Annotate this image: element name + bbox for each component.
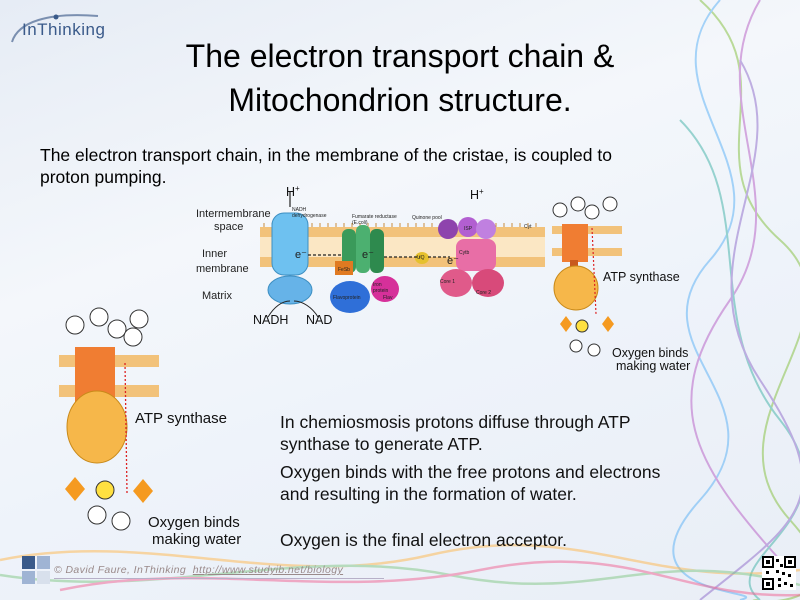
complex-ii — [330, 225, 399, 313]
protons-top-large — [65, 307, 149, 347]
atp-molecules-large — [65, 477, 153, 503]
paragraph-chemiosmosis: In chemiosmosis protons diffuse through … — [280, 411, 740, 455]
title-line-2: Mitochondrion structure. — [228, 82, 572, 118]
label-flavoprotein: Flavoprotein — [333, 295, 361, 301]
copyright-text: © David Faure, InThinking — [54, 564, 187, 576]
intro-line-1: The electron transport chain, in the mem… — [40, 145, 612, 165]
label-quinone-pool: Quinone pool — [412, 215, 442, 221]
label-e-minus-1: e⁻ — [295, 249, 307, 261]
label-space: space — [214, 221, 244, 233]
label-uq: UQ — [417, 255, 425, 261]
intro-text: The electron transport chain, in the mem… — [40, 144, 720, 188]
footer-divider — [54, 578, 384, 579]
p2-line-2: and resulting in the formation of water. — [280, 484, 577, 504]
protons-top-small — [552, 196, 618, 220]
p2-line-1: Oxygen binds with the free protons and e… — [280, 462, 661, 482]
label-e-minus-3: e⁻ — [447, 255, 459, 267]
qr-code-icon[interactable] — [762, 556, 796, 590]
etc-membrane-diagram — [260, 191, 545, 318]
footer-squares — [22, 556, 50, 584]
label-nad: NAD — [306, 313, 333, 327]
intro-line-2: proton pumping. — [40, 167, 167, 187]
label-nadh-dehydrogenase: NADH dehydrogenase — [292, 207, 327, 219]
label-fumarate-reductase: Fumarate reductase (E.coli) — [352, 214, 397, 226]
page-title: The electron transport chain & Mitochond… — [120, 34, 680, 122]
ubiquinone — [415, 252, 429, 264]
label-oxygen-large-1: Oxygen binds — [148, 514, 240, 531]
label-flav: Flav — [383, 295, 393, 301]
label-e-minus-2: e⁻ — [362, 249, 374, 261]
atp-synthase-small — [552, 196, 622, 357]
label-oxygen-small-1: Oxygen binds — [612, 346, 689, 360]
fo-unit — [562, 224, 588, 262]
label-nadh: NADH — [253, 313, 289, 327]
label-oxygen-large-2: making water — [152, 531, 242, 548]
label-matrix: Matrix — [202, 290, 232, 302]
paragraph-final-acceptor: Oxygen is the final electron acceptor. — [280, 530, 567, 550]
label-inner: Inner — [202, 248, 228, 260]
electron-path — [308, 254, 450, 258]
label-intermembrane: Intermembrane — [196, 208, 271, 220]
label-core1: Core 1 — [440, 279, 456, 285]
footer-link[interactable]: http://www.studyib.net/biology — [192, 564, 344, 576]
atp-synthase-large — [59, 307, 159, 531]
label-atp-synthase-large: ATP synthase — [135, 410, 227, 427]
label-oxygen-small-2: making water — [616, 359, 691, 373]
label-h-plus-2: H+ — [470, 187, 484, 203]
paragraph-oxygen-binds: Oxygen binds with the free protons and e… — [280, 461, 740, 505]
p1-line-1: In chemiosmosis protons diffuse through … — [280, 412, 631, 432]
label-isp: ISP — [464, 226, 473, 232]
p1-line-2: synthase to generate ATP. — [280, 434, 483, 454]
footer-copyright: © David Faure, InThinking http://www.stu… — [54, 564, 343, 576]
label-membrane: membrane — [196, 263, 249, 275]
logo — [8, 8, 138, 48]
logo-text: InThinking — [22, 20, 106, 39]
label-core2: Core 2 — [476, 290, 492, 296]
f1-unit — [553, 265, 599, 311]
complex-i — [267, 212, 313, 305]
atp-molecules-small — [560, 316, 614, 333]
logo-swoosh-icon — [11, 14, 99, 43]
label-atp-synthase-small: ATP synthase — [603, 270, 680, 284]
label-fesb: FeSb — [338, 267, 350, 273]
title-line-1: The electron transport chain & — [185, 38, 615, 74]
label-h-plus-1: H+ — [286, 184, 300, 200]
label-cytb: Cytb — [459, 250, 470, 256]
label-cyt: Cyt — [524, 224, 532, 230]
nadh-arrows — [267, 300, 319, 318]
complex-iii — [438, 217, 504, 297]
label-iron-protein: Iron protein — [373, 282, 389, 294]
